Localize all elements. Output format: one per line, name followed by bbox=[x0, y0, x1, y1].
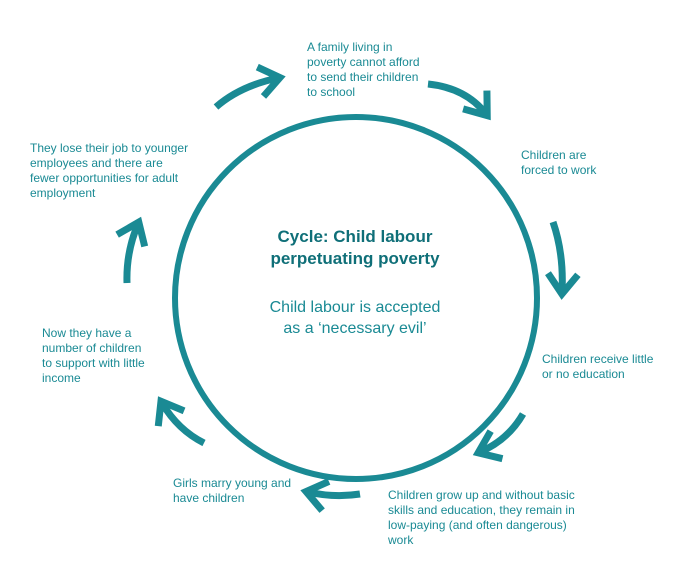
arrow-to-stage-1-icon bbox=[213, 63, 286, 110]
arrow-to-stage-5-icon bbox=[300, 478, 361, 513]
stage-label-little-education: Children receive little or no education bbox=[542, 352, 682, 382]
center-subtitle-line-1: Child labour is accepted bbox=[269, 299, 441, 316]
stage-label-line: A family living in bbox=[307, 40, 393, 54]
stage-label-line: income bbox=[42, 371, 81, 385]
arrow-to-stage-6-icon bbox=[154, 396, 206, 447]
arrow-to-stage-2-icon bbox=[427, 80, 491, 121]
stage-label-line: forced to work bbox=[521, 163, 597, 177]
stage-label-line: to school bbox=[307, 85, 356, 99]
arrow-to-stage-4-icon bbox=[472, 412, 527, 463]
stage-label-line: Children are bbox=[521, 148, 587, 162]
stage-label-line: or no education bbox=[542, 367, 625, 381]
arrows-layer bbox=[115, 63, 581, 513]
stage-label-line: employment bbox=[30, 186, 96, 200]
center-title: Cycle: Child labour perpetuating poverty bbox=[225, 226, 485, 270]
stage-label-line: low-paying (and often dangerous) bbox=[388, 518, 567, 532]
stage-label-line: Children grow up and without basic bbox=[388, 488, 575, 502]
arrow-to-stage-7-icon bbox=[115, 216, 149, 284]
stage-label-line: Now they have a bbox=[42, 326, 132, 340]
stage-label-line: number of children bbox=[42, 341, 142, 355]
stage-label-line: They lose their job to younger bbox=[30, 141, 189, 155]
stage-label-line: to send their children bbox=[307, 70, 419, 84]
center-subtitle: Child labour is accepted as a ‘necessary… bbox=[225, 297, 485, 339]
stage-label-line: have children bbox=[173, 491, 245, 505]
stage-label-line: poverty cannot afford bbox=[307, 55, 420, 69]
stage-label-lose-job: They lose their job to younger employees… bbox=[30, 141, 215, 201]
stage-label-forced-to-work: Children are forced to work bbox=[521, 148, 631, 178]
stage-label-line: skills and education, they remain in bbox=[388, 503, 575, 517]
stage-label-family-poverty: A family living in poverty cannot afford… bbox=[307, 40, 457, 100]
stage-label-line: employees and there are bbox=[30, 156, 163, 170]
stage-label-line: Girls marry young and bbox=[173, 476, 292, 490]
stage-label-line: to support with little bbox=[42, 356, 145, 370]
stage-label-line: Children receive little bbox=[542, 352, 654, 366]
cycle-ring bbox=[172, 114, 540, 482]
arrow-to-stage-3-icon bbox=[545, 220, 581, 300]
stage-label-line: fewer opportunities for adult bbox=[30, 171, 179, 185]
center-title-line-2: perpetuating poverty bbox=[270, 249, 440, 268]
center-subtitle-line-2: as a ‘necessary evil’ bbox=[283, 320, 427, 337]
center-title-line-1: Cycle: Child labour bbox=[277, 227, 433, 246]
stage-label-girls-marry-young: Girls marry young and have children bbox=[173, 476, 318, 506]
stage-label-children-to-support: Now they have a number of children to su… bbox=[42, 326, 182, 386]
stage-label-line: work bbox=[388, 533, 414, 547]
stage-label-low-paying-work: Children grow up and without basic skill… bbox=[388, 488, 598, 548]
